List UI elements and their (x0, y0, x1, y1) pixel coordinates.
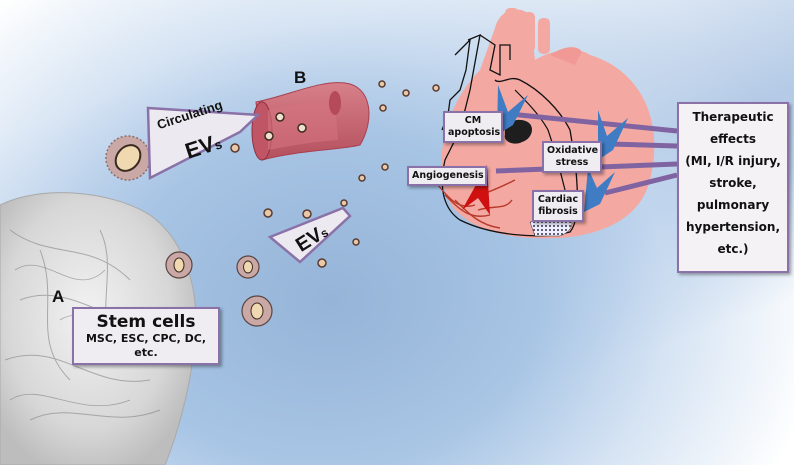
label-line: CM (464, 115, 482, 126)
panel-label-b: B (294, 68, 307, 87)
label-line: apoptosis (448, 127, 501, 138)
circulating-evs-callout-shape (146, 106, 261, 181)
therapeutic-line: effects (710, 132, 756, 146)
therapeutic-line: hypertension, (685, 220, 781, 234)
label-line: Oxidative (547, 145, 599, 156)
stem-cells-etc: etc. (134, 346, 158, 359)
heart-illustration (437, 8, 655, 239)
panel-label-a: A (52, 287, 65, 306)
therapeutic-effects-box: Therapeutic effects (MI, I/R injury, str… (677, 102, 789, 273)
therapeutic-line: (MI, I/R injury, (685, 154, 781, 168)
evs-callout-shape (267, 206, 352, 264)
stem-cells-title: Stem cells (96, 312, 196, 332)
angiogenesis-label: Angiogenesis (407, 166, 487, 186)
decrease-arrows (497, 85, 628, 212)
label-line: fibrosis (538, 206, 578, 217)
therapeutic-line: etc.) (717, 242, 749, 256)
therapeutic-line: Therapeutic (692, 110, 774, 124)
cardiac-fibrosis-label: Cardiac fibrosis (532, 190, 584, 222)
stem-cells-types: MSC, ESC, CPC, DC, (85, 332, 207, 345)
therapeutic-line: stroke, (709, 176, 757, 190)
ev-vesicles-small (230, 80, 440, 268)
ev-vesicles-large (105, 135, 273, 327)
cm-apoptosis-label: CM apoptosis (443, 111, 503, 143)
blood-vessel-illustration (251, 82, 370, 161)
oxidative-stress-label: Oxidative stress (542, 141, 602, 173)
label-line: Cardiac (537, 194, 579, 205)
label-line: Angiogenesis (412, 170, 484, 181)
stem-cells-label: Stem cells MSC, ESC, CPC, DC, etc. (72, 307, 220, 365)
label-line: stress (555, 157, 589, 168)
therapeutic-line: pulmonary (696, 198, 770, 212)
